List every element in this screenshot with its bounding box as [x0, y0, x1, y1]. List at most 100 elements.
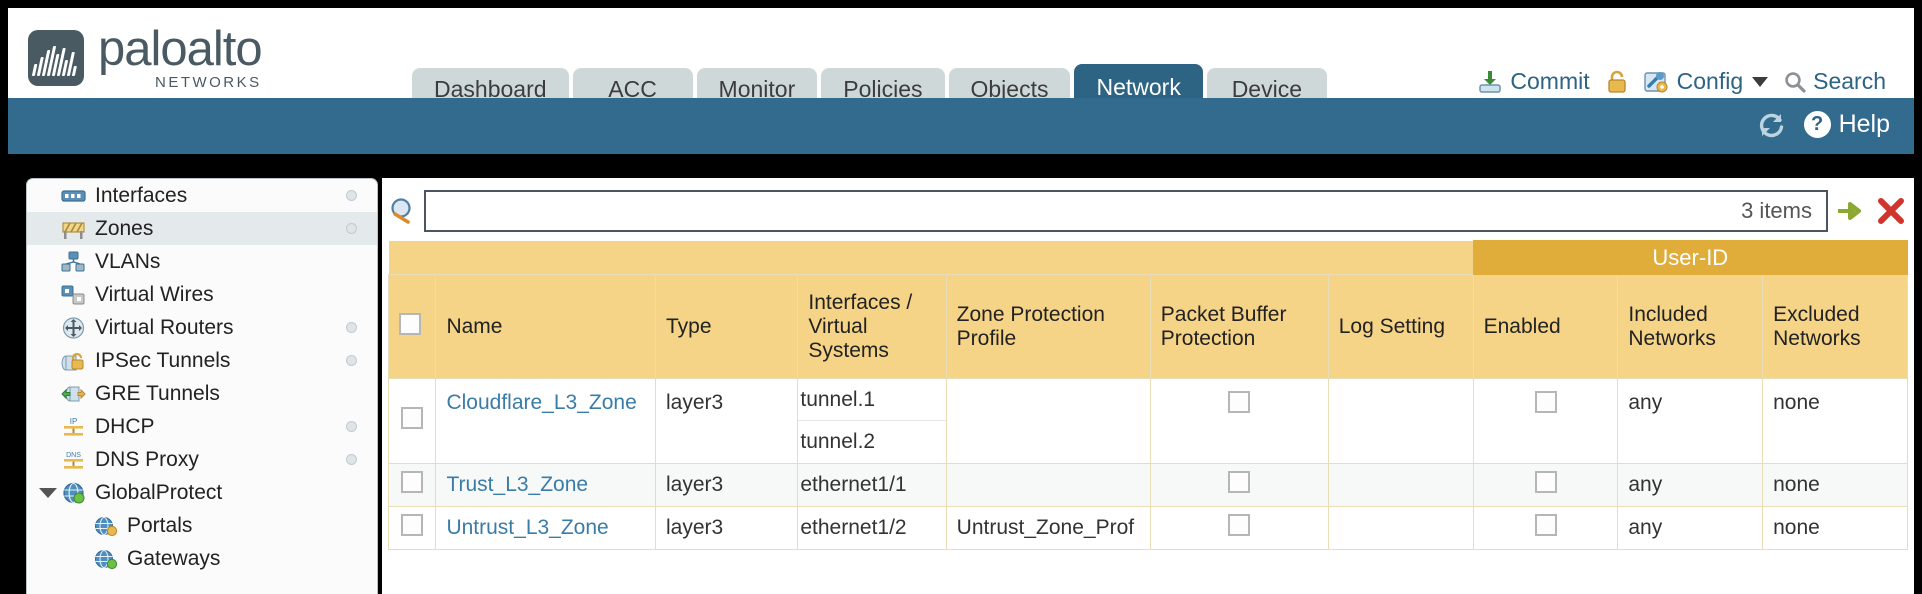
enabled-checkbox[interactable] — [1534, 391, 1557, 413]
select-all-checkbox[interactable] — [399, 312, 421, 335]
row-log-setting-cell — [1327, 506, 1474, 550]
sidebar-item-interfaces[interactable]: Interfaces — [27, 179, 377, 212]
sidebar-item-dns-proxy[interactable]: DNS DNS Proxy — [27, 443, 377, 476]
row-name-cell[interactable]: Untrust_L3_Zone — [435, 506, 656, 550]
column-header-included-networks[interactable]: Included Networks — [1617, 274, 1764, 379]
virtual-wires-icon — [61, 284, 86, 306]
zone-name-link[interactable]: Untrust_L3_Zone — [446, 516, 609, 539]
column-header-log-setting[interactable]: Log Setting — [1327, 274, 1474, 379]
sidebar-item-label: Portals — [127, 513, 193, 537]
svg-text:IP: IP — [70, 417, 78, 426]
row-included-networks-cell: any — [1617, 506, 1764, 550]
table-row[interactable]: Trust_L3_Zone layer3 ethernet1/1 — [388, 463, 1908, 507]
row-name-cell[interactable]: Trust_L3_Zone — [435, 463, 656, 507]
commit-button[interactable]: Commit — [1477, 68, 1590, 95]
search-toolbar: 3 items — [382, 188, 1914, 234]
status-dot — [346, 454, 357, 465]
row-select-cell[interactable] — [388, 463, 437, 507]
row-interfaces-cell: ethernet1/1 — [797, 463, 947, 507]
column-header-excluded-networks[interactable]: Excluded Networks — [1762, 274, 1908, 379]
items-count: 3 items — [1741, 198, 1812, 223]
table-row[interactable]: Cloudflare_L3_Zone layer3 tunnel.1 tunne… — [388, 378, 1908, 464]
row-select-cell[interactable] — [388, 506, 437, 550]
table-row[interactable]: Untrust_L3_Zone layer3 ethernet1/2 Untru… — [388, 506, 1908, 550]
sidebar-item-label: GRE Tunnels — [95, 381, 220, 405]
sidebar-item-globalprotect[interactable]: GlobalProtect — [27, 476, 377, 509]
sidebar-item-portals[interactable]: Portals — [27, 509, 377, 542]
row-zone-protection-cell — [945, 463, 1151, 507]
clear-filter-button[interactable] — [1874, 195, 1908, 227]
row-enabled-cell[interactable] — [1472, 463, 1619, 507]
commit-icon — [1477, 70, 1503, 94]
search-icon[interactable] — [388, 196, 418, 226]
sidebar-item-dhcp[interactable]: IP DHCP — [27, 410, 377, 443]
config-dropdown[interactable]: Config — [1643, 68, 1769, 95]
vlans-icon — [61, 251, 86, 273]
enabled-checkbox[interactable] — [1534, 471, 1557, 493]
enabled-checkbox[interactable] — [1534, 514, 1557, 536]
sidebar-item-label: Gateways — [127, 546, 221, 570]
row-checkbox[interactable] — [401, 407, 424, 429]
gre-tunnels-icon — [61, 383, 86, 405]
paloalto-logo-icon — [28, 30, 84, 87]
row-enabled-cell[interactable] — [1472, 506, 1619, 550]
column-header-name[interactable]: Name — [435, 274, 656, 379]
zone-name-link[interactable]: Trust_L3_Zone — [446, 473, 589, 496]
row-zone-protection-cell: Untrust_Zone_Prof — [945, 506, 1151, 550]
interfaces-icon — [61, 185, 86, 207]
search-label: Search — [1813, 68, 1886, 94]
row-packet-buffer-cell[interactable] — [1149, 378, 1329, 464]
sidebar-item-label: VLANs — [95, 249, 161, 273]
brand-logo: paloalto NETWORKS — [28, 22, 263, 91]
zone-name-link[interactable]: Cloudflare_L3_Zone — [446, 391, 637, 414]
search-input[interactable]: 3 items — [424, 190, 1828, 232]
column-header-packet-buffer-protection[interactable]: Packet Buffer Protection — [1149, 274, 1329, 379]
column-header-interfaces[interactable]: Interfaces / Virtual Systems — [797, 274, 947, 379]
packet-buffer-checkbox[interactable] — [1228, 514, 1251, 536]
select-all-header[interactable] — [388, 274, 437, 379]
help-link[interactable]: ? Help — [1803, 110, 1890, 139]
brand-tagline: NETWORKS — [154, 73, 262, 91]
sidebar-item-label: DHCP — [95, 414, 155, 438]
sidebar-item-ipsec-tunnels[interactable]: IPSec Tunnels — [27, 344, 377, 377]
packet-buffer-checkbox[interactable] — [1228, 391, 1251, 413]
status-dot — [346, 223, 357, 234]
table-group-header-row: User-ID — [388, 240, 1909, 275]
interface-item: ethernet1/1 — [800, 473, 907, 496]
refresh-icon[interactable] — [1756, 111, 1786, 139]
row-packet-buffer-cell[interactable] — [1149, 506, 1329, 550]
sidebar-item-vlans[interactable]: VLANs — [27, 245, 377, 278]
sidebar-item-virtual-wires[interactable]: Virtual Wires — [27, 278, 377, 311]
column-header-type[interactable]: Type — [654, 274, 799, 379]
status-dot — [346, 421, 357, 432]
lock-icon — [1606, 70, 1628, 94]
apply-filter-button[interactable] — [1834, 195, 1868, 227]
search-icon — [1784, 71, 1806, 93]
row-packet-buffer-cell[interactable] — [1149, 463, 1329, 507]
column-header-zone-protection-profile[interactable]: Zone Protection Profile — [945, 274, 1151, 379]
sidebar-item-gre-tunnels[interactable]: GRE Tunnels — [27, 377, 377, 410]
row-select-cell[interactable] — [388, 378, 437, 464]
sidebar-item-label: Interfaces — [95, 183, 188, 207]
row-enabled-cell[interactable] — [1472, 378, 1619, 464]
brand-name: paloalto — [98, 22, 263, 76]
row-checkbox[interactable] — [401, 471, 424, 493]
lock-button[interactable] — [1606, 70, 1628, 94]
help-label: Help — [1838, 110, 1890, 138]
column-header-enabled[interactable]: Enabled — [1472, 274, 1619, 379]
search-button[interactable]: Search — [1784, 68, 1886, 95]
row-included-networks-cell: any — [1617, 463, 1764, 507]
row-name-cell[interactable]: Cloudflare_L3_Zone — [435, 378, 656, 464]
zones-table-wrapper: User-ID Name Type Interfaces / Virtual S… — [388, 240, 1914, 592]
row-included-networks-cell: any — [1617, 378, 1764, 464]
sidebar-item-zones[interactable]: Zones — [27, 212, 377, 245]
zones-icon — [61, 218, 86, 240]
top-header: paloalto NETWORKS Dashboard ACC Monitor … — [8, 8, 1914, 110]
virtual-routers-icon — [61, 316, 86, 339]
sidebar-item-virtual-routers[interactable]: Virtual Routers — [27, 311, 377, 344]
packet-buffer-checkbox[interactable] — [1228, 471, 1251, 493]
sidebar-item-gateways[interactable]: Gateways — [27, 542, 377, 575]
sidebar-item-label: Virtual Wires — [95, 282, 214, 306]
row-checkbox[interactable] — [401, 514, 424, 536]
expander-triangle-icon[interactable] — [39, 487, 57, 498]
